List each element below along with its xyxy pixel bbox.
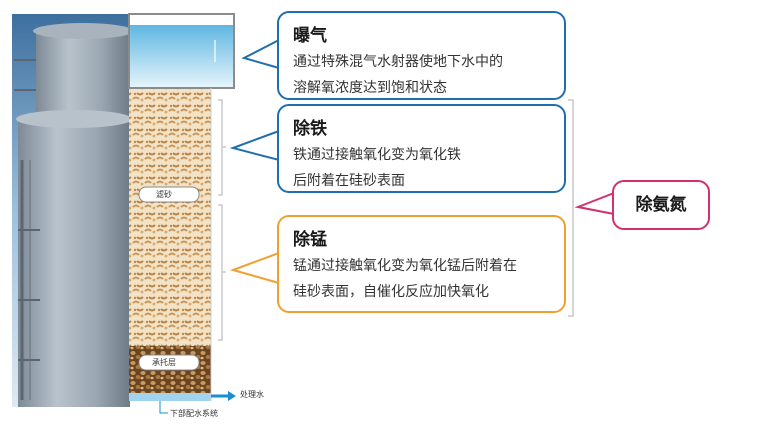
iron-removal-title: 除铁 [293,119,327,139]
treated-water-label: 处理水 [240,390,264,399]
aeration-title: 曝气 [293,26,327,46]
ammonia-bracket [568,99,574,317]
iron-bracket [218,99,226,196]
iron-removal-callout: 除铁 铁通过接触氧化变为氧化铁 后附着在硅砂表面 [277,104,566,193]
ammonia-removal-title: 除氨氮 [635,195,687,215]
aeration-line-1: 通过特殊混气水射器使地下水中的 [293,54,503,70]
iron-removal-line-1: 铁通过接触氧化变为氧化铁 [293,147,461,163]
ammonia-pointer [574,191,615,216]
tank-photo [12,14,133,407]
aeration-description: 通过特殊混气水射器使地下水中的 溶解氧浓度达到饱和状态 [293,49,554,101]
filter-column [128,13,235,401]
manganese-pointer [229,251,280,285]
aeration-callout: 曝气 通过特殊混气水射器使地下水中的 溶解氧浓度达到饱和状态 [277,11,566,100]
manganese-removal-line-1: 锰通过接触氧化变为氧化锰后附着在 [293,258,517,274]
manganese-bracket [218,204,226,341]
iron-pointer [229,129,280,162]
water-layer [129,25,234,88]
ammonia-removal-callout: 除氨氮 [612,180,710,230]
filter-sand-label-pill [138,186,200,203]
aeration-pointer [241,38,280,70]
filter-sand-label: 滤砂 [156,190,172,199]
manganese-removal-line-2: 硅砂表面，自催化反应加快氧化 [293,284,489,300]
underdrain-strip [129,393,211,401]
underdrain-leader [159,401,168,414]
column-outline [128,13,235,89]
iron-removal-description: 铁通过接触氧化变为氧化铁 后附着在硅砂表面 [293,142,554,194]
filter-sand-layer [129,88,211,346]
manganese-removal-title: 除锰 [293,230,327,250]
manganese-removal-callout: 除锰 锰通过接触氧化变为氧化锰后附着在 硅砂表面，自催化反应加快氧化 [277,215,566,313]
iron-removal-line-2: 后附着在硅砂表面 [293,173,405,189]
support-layer-label: 承托层 [152,358,176,367]
treated-water-arrow [211,391,236,401]
support-layer-label-pill [138,354,200,371]
aeration-line-2: 溶解氧浓度达到饱和状态 [293,80,447,96]
underdrain-label: 下部配水系统 [170,409,218,418]
manganese-removal-description: 锰通过接触氧化变为氧化锰后附着在 硅砂表面，自催化反应加快氧化 [293,253,554,305]
